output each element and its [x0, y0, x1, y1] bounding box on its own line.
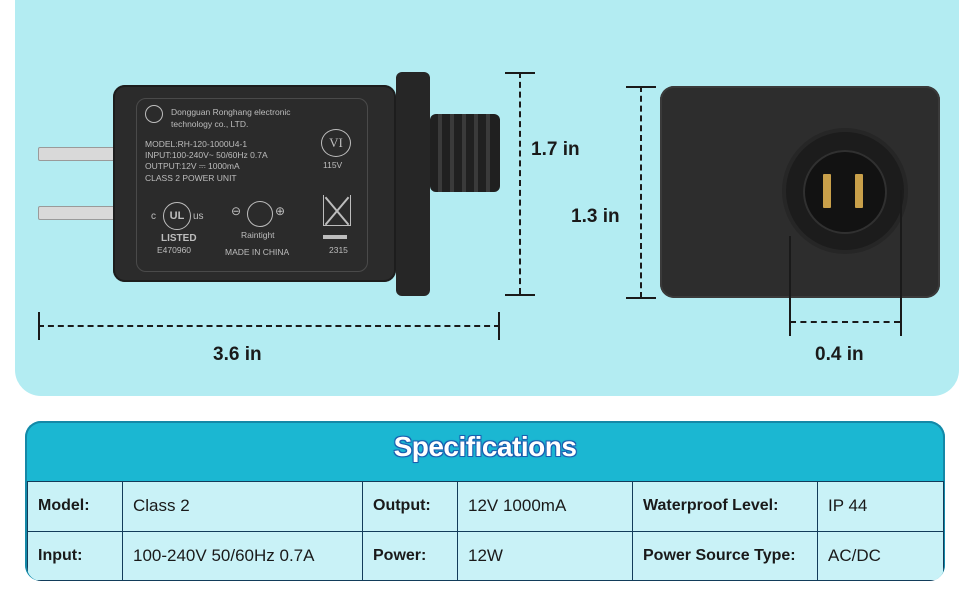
output-text: OUTPUT:12V ⎓ 1000mA: [145, 161, 240, 171]
manufacturer-logo-icon: [145, 105, 163, 123]
socket-inner: [803, 150, 887, 234]
bar-mark: [323, 235, 347, 239]
spec-row: Model: Class 2 Output: 12V 1000mA Waterp…: [27, 481, 944, 532]
voltage-text: 115V: [323, 160, 343, 170]
length-label: 3.6 in: [213, 344, 262, 365]
length-dimension-line: [38, 325, 500, 327]
threaded-connector: [430, 114, 500, 192]
spec-value-input: 100-240V 50/60Hz 0.7A: [122, 530, 363, 581]
spec-label-source-type: Power Source Type:: [632, 530, 818, 581]
spec-label-input: Input:: [27, 530, 123, 581]
raintight-text: Raintight: [241, 230, 275, 240]
specifications-table: Model: Class 2 Output: 12V 1000mA Waterp…: [27, 481, 944, 581]
socket-pin-right: [855, 174, 863, 208]
spec-label-waterproof: Waterproof Level:: [632, 481, 818, 532]
height-label: 1.7 in: [531, 139, 580, 160]
ul-listed-icon: UL: [163, 202, 191, 230]
model-text: MODEL:RH-120-1000U4-1: [145, 139, 248, 149]
length-tick-right: [498, 312, 500, 340]
plug-prong-top: [38, 147, 116, 161]
spec-row: Input: 100-240V 50/60Hz 0.7A Power: 12W …: [27, 530, 944, 581]
socket-label: 0.4 in: [815, 344, 864, 365]
height-tick-bottom: [505, 294, 535, 296]
ul-us-text: us: [193, 211, 204, 222]
listed-text: LISTED: [161, 233, 197, 244]
origin-text: MADE IN CHINA: [225, 247, 290, 257]
date-code-text: 2315: [329, 245, 348, 255]
input-text: INPUT:100-240V~ 50/60Hz 0.7A: [145, 150, 268, 160]
socket-tick-left: [789, 236, 791, 336]
socket-dimension-line: [790, 321, 900, 323]
height-dimension-line: [519, 72, 521, 294]
ul-c-text: c: [151, 211, 156, 222]
plug-prong-bottom: [38, 206, 116, 220]
face-height-label: 1.3 in: [571, 206, 620, 227]
rating-label: Dongguan Ronghang electronic technology …: [136, 98, 368, 272]
spec-value-source-type: AC/DC: [817, 530, 944, 581]
file-number-text: E470960: [157, 245, 192, 255]
spec-label-model: Model:: [27, 481, 123, 532]
specifications-title: Specifications: [393, 431, 577, 462]
spec-label-output: Output:: [362, 481, 458, 532]
face-height-tick-bottom: [626, 297, 656, 299]
class-text: CLASS 2 POWER UNIT: [145, 173, 237, 183]
face-height-dimension-line: [640, 86, 642, 298]
spec-value-model: Class 2: [122, 481, 363, 532]
length-tick-left: [38, 312, 40, 340]
polarity-icon: ⊖ ⊕: [229, 201, 285, 227]
socket-pin-left: [823, 174, 831, 208]
face-height-tick-top: [626, 86, 656, 88]
spec-value-output: 12V 1000mA: [457, 481, 633, 532]
adapter-flange: [396, 72, 430, 296]
socket-tick-right: [900, 190, 902, 336]
vi-efficiency-mark: VI: [321, 129, 351, 157]
spec-label-power: Power:: [362, 530, 458, 581]
height-tick-top: [505, 72, 535, 74]
weee-bin-icon: [323, 195, 351, 226]
maker-line-1: Dongguan Ronghang electronic: [171, 107, 291, 117]
spec-value-waterproof: IP 44: [817, 481, 944, 532]
maker-line-2: technology co., LTD.: [171, 119, 249, 129]
spec-value-power: 12W: [457, 530, 633, 581]
